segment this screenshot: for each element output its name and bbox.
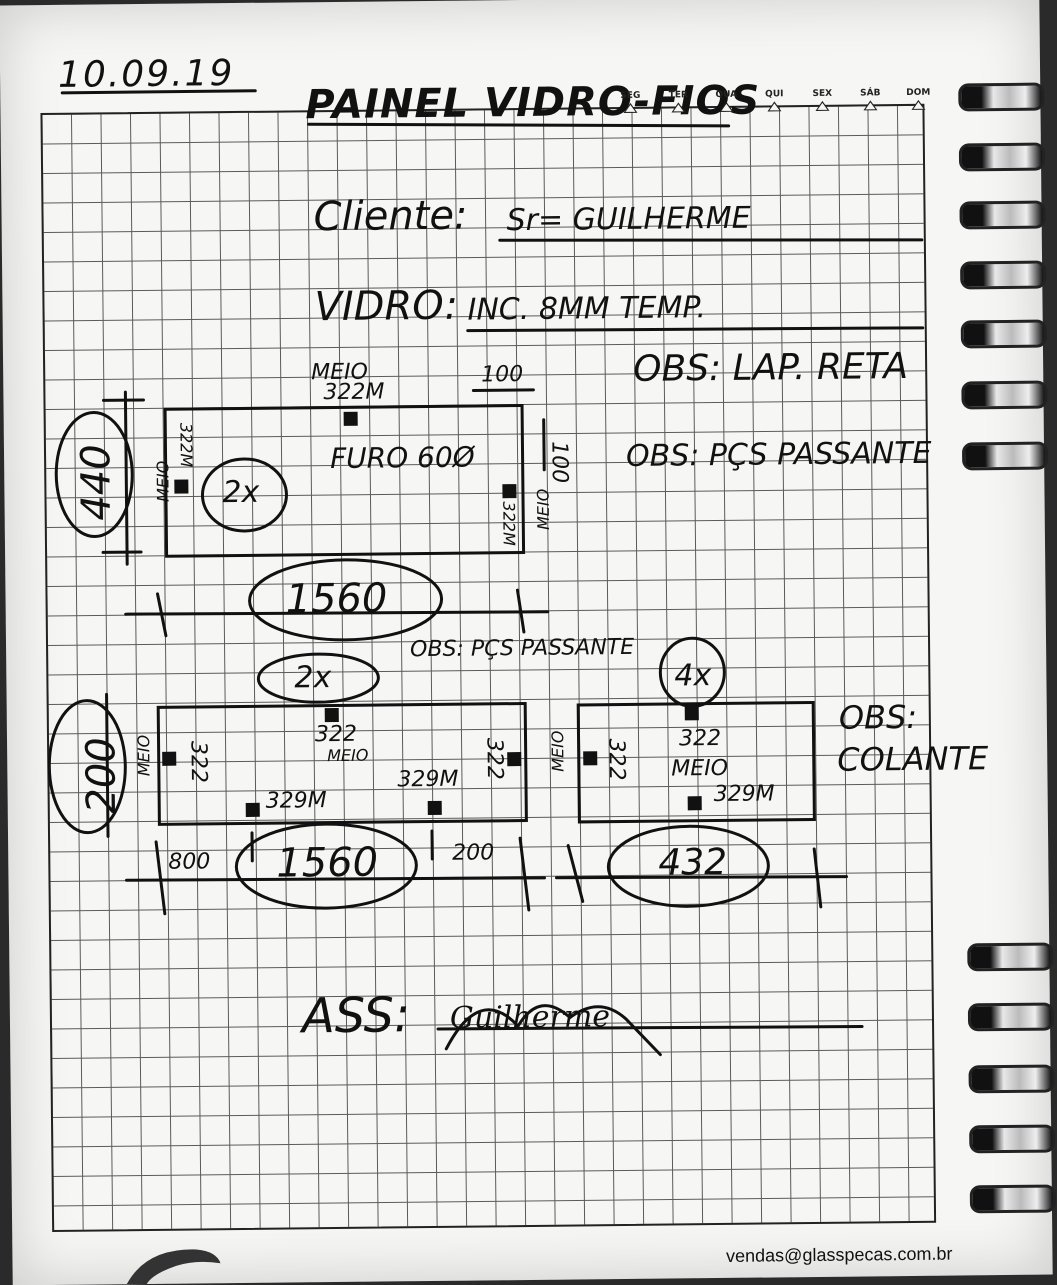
panel-1-offset-right-line xyxy=(544,420,545,470)
panel-2-width-ellipse xyxy=(236,823,417,909)
glass-underline xyxy=(468,326,923,333)
title-underline xyxy=(309,120,729,130)
panel-1-offset-top-line xyxy=(473,390,533,391)
panel-1-width-line xyxy=(126,610,548,616)
panel-3-qty-ellipse xyxy=(660,638,725,707)
panel-2-height-ellipse xyxy=(49,700,126,833)
footer-email: vendas@glasspecas.com.br xyxy=(726,1244,953,1267)
panel-2-qty-ellipse xyxy=(258,654,378,703)
client-underline xyxy=(500,236,922,244)
panel-3-width-line xyxy=(556,875,846,880)
signature-scribble xyxy=(446,1004,661,1056)
signature-line xyxy=(438,1025,862,1031)
panel-1-width-ellipse xyxy=(249,559,442,641)
panel-1-qty-ellipse xyxy=(202,459,287,532)
date-underline xyxy=(62,91,255,93)
panel-2-width-tick-left xyxy=(156,842,165,914)
panel-2-width-tick-right xyxy=(520,838,529,910)
panel-1-height-ellipse xyxy=(56,412,133,537)
panel-1-height-line xyxy=(125,392,127,564)
panel-3-width-ellipse xyxy=(608,825,769,907)
panel-2-height-line xyxy=(107,694,108,836)
panel-2-width-line xyxy=(126,876,544,882)
panel-3-width-tick-left xyxy=(568,845,583,901)
glasspecas-logo-icon xyxy=(116,1239,226,1284)
